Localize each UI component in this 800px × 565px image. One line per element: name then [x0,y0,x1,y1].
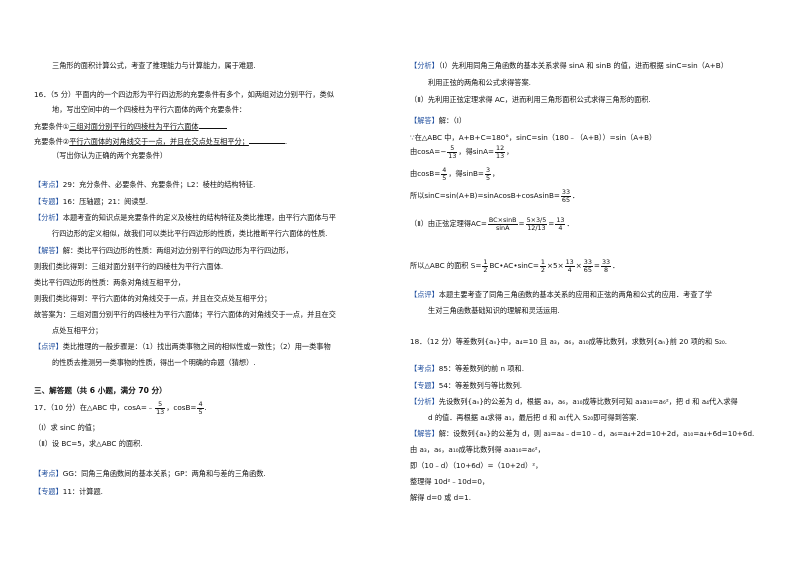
answer-blank [248,137,285,144]
answer-blank [198,122,227,129]
question-17-text: 17．（10 分）在△ABC 中，cosA=﹣ [34,403,155,413]
jieda-line: 则我们类比得到：三组对面分别平行的四棱柱为平行六面体. [34,262,224,271]
fenxi-line: 【分析】先设数列{aₙ}的公差为 d，根据 a₃，a₆，a₁₀成等比数列可知 a… [410,398,738,405]
fenxi-line: d 的值．再根据 a₄求得 a₁，最后把 d 和 a₁代入 S₂₀即可得到答案. [428,413,639,422]
jieda-line: 【解答】解：类比平行四边形的性质：两组对边分别平行的四边形为平行四边形， [34,247,293,254]
jieda-line: 类比平行四边形的性质：两条对角线互相平分， [34,278,185,287]
question-16-line: 地，写出空间中的一个四棱柱为平行六面体的两个充要条件： [52,105,247,114]
zhuanti-line: 【专题】54：等差数列与等比数列. [410,382,522,389]
dianping-text: 本题主要考查了同角三角函数的基本关系的应用和正弦的两角和公式的应用．考查了学 [438,290,712,299]
fenxi-text: 先设数列{aₙ}的公差为 d，根据 a₃，a₆，a₁₀成等比数列可知 a₃a₁₀… [438,397,738,406]
condition-2-label: 充要条件② [34,137,70,146]
kaodian-tag: 【考点】 [410,364,439,373]
dianping-line: 【点评】本题主要考查了同角三角函数的基本关系的应用和正弦的两角和公式的应用．考查… [410,291,712,298]
section-heading: 三、解答题（共 6 小题，满分 70 分） [34,386,167,395]
jieda-line: 点处互相平分； [52,326,103,335]
zhuanti-tag: 【专题】 [34,197,63,206]
jieda-line: 则我们类比得到：平行六面体的对角线交于一点，并且在交点处互相平分； [34,294,272,303]
dianping-line: 生对三角函数基础知识的理解和灵活运用. [428,306,560,315]
zhuanti-text: 16：压轴题；21：阅读型. [62,197,149,206]
kaodian-tag: 【考点】 [34,469,63,478]
jieda-line: 【解答】解：（Ⅰ） [410,117,466,124]
fenxi-line: 利用正弦的两角和公式求得答案. [428,78,531,87]
jieda-text: 解：设数列{aₙ}的公差为 d，则 a₃=a₄﹣d=10﹣d，a₆=a₄+2d=… [438,429,755,438]
dianping-text: 类比推理的一般步骤是：（1）找出两类事物之间的相似性或一致性；（2）用一类事物 [62,342,331,351]
question-16-note: （写出你认为正确的两个充要条件） [52,151,168,160]
fenxi-line: 行四边形的定义相似，故我们可以类比平行四边形的性质，类比推断平行六面体的性质. [52,229,328,238]
jieda-tag: 【解答】 [410,429,439,438]
dianping-line: 【点评】类比推理的一般步骤是：（1）找出两类事物之间的相似性或一致性；（2）用一… [34,343,331,350]
jieda-tag: 【解答】 [410,116,439,125]
kaodian-line: 【考点】29：充分条件、必要条件、充要条件；L2：棱柱的结构特征. [34,181,255,188]
question-18-line: 18．（12 分）等差数列{aₙ}中，a₄=10 且 a₃，a₆，a₁₀成等比数… [410,337,728,346]
kaodian-line: 【考点】85：等差数列的前 n 项和. [410,365,524,372]
jieda-line: 即（10﹣d）（10+6d）=（10+2d）²， [410,461,543,470]
fenxi-line: 【分析】本题考查的知识点是充要条件的定义及棱柱的结构特征及类比推理，由平行六面体… [34,214,336,221]
condition-1-label: 充要条件① [34,122,70,131]
jieda-line: 整理得 10d²﹣10d=0， [410,477,490,486]
kaodian-tag: 【考点】 [34,180,63,189]
fenxi-line: 【分析】（Ⅰ）先利用同角三角函数的基本关系求得 sinA 和 sinB 的值，进… [410,62,728,69]
kaodian-text: 29：充分条件、必要条件、充要条件；L2：棱柱的结构特征. [62,180,256,189]
zhuanti-line: 【专题】11：计算题. [34,488,103,495]
zhuanti-tag: 【专题】 [410,381,439,390]
condition-2: 充要条件②平行六面体的对角线交于一点，并且在交点处互相平分；. [34,137,288,146]
zhuanti-tag: 【专题】 [34,487,63,496]
jieda-line: 故答案为：三组对面分别平行的四棱柱为平行六面体；平行六面体的对角线交于一点，并且… [34,310,336,319]
dianping-tag: 【点评】 [410,290,439,299]
dianping-line: 的性质去推测另一类事物的性质，得出一个明确的命题（猜想）. [52,358,256,367]
kaodian-text: 85：等差数列的前 n 项和. [438,364,525,373]
fenxi-text: 本题考查的知识点是充要条件的定义及棱柱的结构特征及类比推理，由平行六面体与平 [62,213,336,222]
condition-1: 充要条件①三组对面分别平行的四棱柱为平行六面体 [34,122,227,130]
text-line: 三角形的面积计算公式，考查了推理能力与计算能力，属于难题. [52,61,256,70]
kaodian-line: 【考点】GG：同角三角函数间的基本关系；GP：两角和与差的三角函数. [34,470,266,477]
question-17-part-2: （Ⅱ）设 BC=5，求△ABC 的面积. [34,439,143,448]
jieda-line: 由 a₃，a₆，a₁₀成等比数列得 a₃a₁₀=a₆²， [410,445,545,454]
question-16-line: 16．（5 分）平面内的一个四边形为平行四边形的充要条件有多个，如两组对边分别平… [34,90,334,99]
kaodian-text: GG：同角三角函数间的基本关系；GP：两角和与差的三角函数. [62,469,266,478]
question-17-part-1: （Ⅰ）求 sinC 的值； [34,423,100,432]
fenxi-tag: 【分析】 [410,61,439,70]
condition-1-answer: 三组对面分别平行的四棱柱为平行六面体 [69,122,199,131]
jieda-line: ∵在△ABC 中，A+B+C=180°，sinC=sin（180﹣（A+B））=… [410,133,657,142]
jieda-line: 解得 d=0 或 d=1. [410,493,472,502]
condition-2-answer: 平行六面体的对角线交于一点，并且在交点处互相平分； [69,137,249,146]
zhuanti-line: 【专题】16：压轴题；21：阅读型. [34,198,148,205]
fenxi-line: （Ⅱ）先利用正弦定理求得 AC，进而利用三角形面积公式求得三角形的面积. [410,95,651,104]
jieda-line: 【解答】解：设数列{aₙ}的公差为 d，则 a₃=a₄﹣d=10﹣d，a₆=a₄… [410,430,754,437]
fenxi-tag: 【分析】 [410,397,439,406]
zhuanti-text: 54：等差数列与等比数列. [438,381,523,390]
zhuanti-text: 11：计算题. [62,487,103,496]
jieda-text: 解：类比平行四边形的性质：两组对边分别平行的四边形为平行四边形， [62,246,293,255]
jieda-tag: 【解答】 [34,246,63,255]
jieda-text: 解：（Ⅰ） [438,116,467,125]
dianping-tag: 【点评】 [34,342,63,351]
fenxi-tag: 【分析】 [34,213,63,222]
fenxi-text: （Ⅰ）先利用同角三角函数的基本关系求得 sinA 和 sinB 的值，进而根据 … [438,61,728,70]
